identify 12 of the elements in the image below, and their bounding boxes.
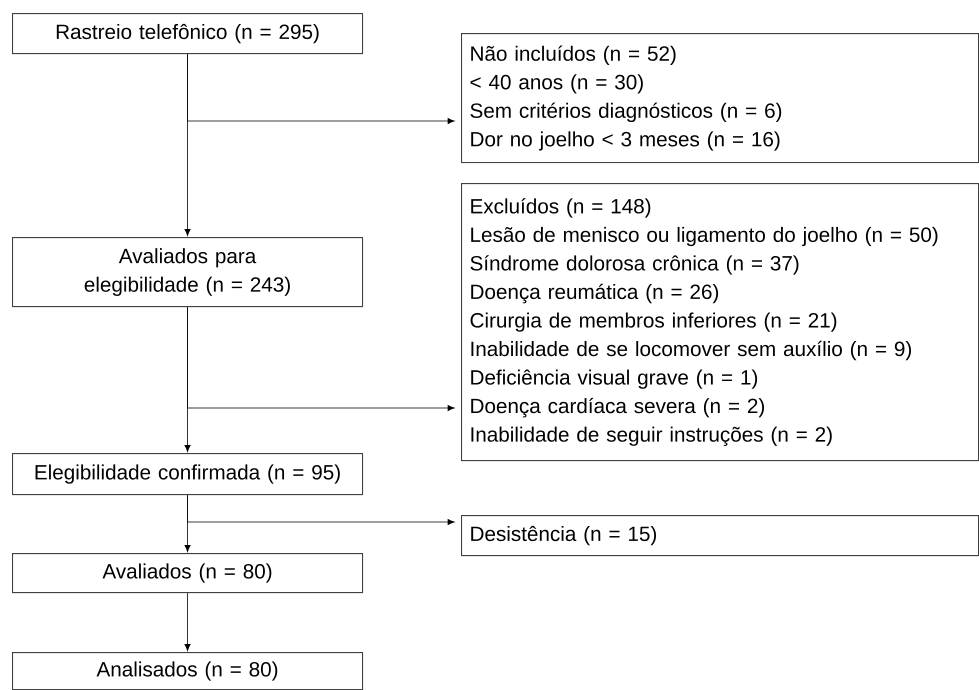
exclusion-box: Não incluídos (n = 52) < 40 anos (n = 30) Sem critérios diagnósticos (n = 6) Dor no joelho < 3 meses (n = 16) [461,33,979,164]
arrow [184,592,191,651]
process-box: Rastreio telefônico (n = 295) [12,13,364,54]
process-box: Avaliados (n = 80) [12,553,364,594]
arrow [187,306,455,411]
exclusion-box: Excluídos (n = 148) Lesão de menisco ou ligamento do joelho (n = 50) Síndrome dolorosa crônica (n = 37) Doença reumática (n = 26) Cirurgia de membros inferiores (n = 21) Inabilidade de se locomover sem auxílio (n = 9) Deficiência visual grave (n = 1) Doença cardíaca severa (n = 2) Inabilidade de seguir instruções (n = 2) [461,183,979,462]
process-box: Analisados (n = 80) [12,652,364,690]
exclusion-box: Desistência (n = 15) [461,515,979,556]
arrow [187,54,455,124]
arrow [187,494,455,525]
process-box: Elegibilidade confirmada (n = 95) [12,453,364,496]
process-box: Avaliados para elegibilidade (n = 243) [12,237,364,308]
